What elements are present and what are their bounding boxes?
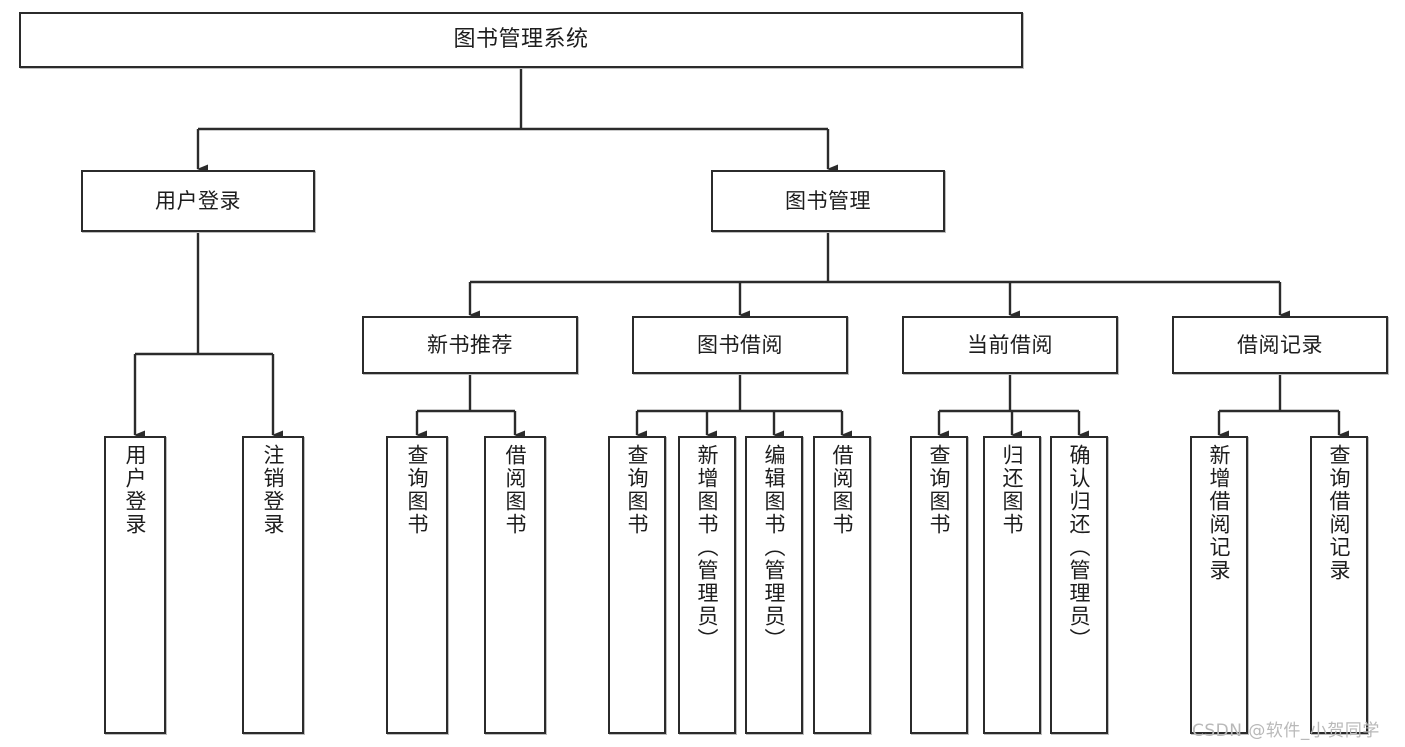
node-book-borrow[interactable]: 图书借阅 [632,316,848,374]
node-label-leaf-query-book-1: 查询图书 [405,444,430,536]
node-label-user-login: 用户登录 [155,188,241,213]
node-label-current-borrow: 当前借阅 [967,332,1053,357]
node-leaf-confirm-return[interactable]: 确认归还（管理员） [1050,436,1108,734]
node-label-leaf-add-record: 新增借阅记录 [1207,444,1232,582]
node-label-borrow-records: 借阅记录 [1237,332,1323,357]
node-leaf-add-book[interactable]: 新增图书（管理员） [678,436,736,734]
node-label-leaf-user-login: 用户登录 [123,444,148,536]
node-label-new-book-rec: 新书推荐 [427,332,513,357]
node-current-borrow[interactable]: 当前借阅 [902,316,1118,374]
node-leaf-query-book-2[interactable]: 查询图书 [608,436,666,734]
node-book-manage[interactable]: 图书管理 [711,170,945,232]
node-borrow-records[interactable]: 借阅记录 [1172,316,1388,374]
node-user-login[interactable]: 用户登录 [81,170,315,232]
node-leaf-query-book-1[interactable]: 查询图书 [386,436,448,734]
node-label-root: 图书管理系统 [453,27,589,53]
node-leaf-logout[interactable]: 注销登录 [242,436,304,734]
node-label-leaf-query-record: 查询借阅记录 [1327,444,1352,582]
node-label-leaf-query-book-2: 查询图书 [625,444,650,536]
node-label-leaf-confirm-return: 确认归还（管理员） [1067,444,1092,651]
watermark: CSDN @软件_小贺同学 [1192,721,1380,741]
node-leaf-query-book-3[interactable]: 查询图书 [910,436,968,734]
node-label-leaf-logout: 注销登录 [261,444,286,536]
node-leaf-edit-book[interactable]: 编辑图书（管理员） [745,436,803,734]
node-label-leaf-borrow-book-2: 借阅图书 [830,444,855,536]
node-label-leaf-return-book: 归还图书 [1000,444,1025,536]
node-label-leaf-borrow-book-1: 借阅图书 [503,444,528,536]
node-leaf-borrow-book-1[interactable]: 借阅图书 [484,436,546,734]
node-label-book-manage: 图书管理 [785,188,871,213]
node-leaf-return-book[interactable]: 归还图书 [983,436,1041,734]
node-new-book-rec[interactable]: 新书推荐 [362,316,578,374]
node-label-book-borrow: 图书借阅 [697,332,783,357]
node-root[interactable]: 图书管理系统 [19,12,1023,68]
node-leaf-query-record[interactable]: 查询借阅记录 [1310,436,1368,734]
node-label-leaf-query-book-3: 查询图书 [927,444,952,536]
node-label-leaf-edit-book: 编辑图书（管理员） [762,444,787,651]
node-leaf-user-login[interactable]: 用户登录 [104,436,166,734]
node-leaf-add-record[interactable]: 新增借阅记录 [1190,436,1248,734]
node-label-leaf-add-book: 新增图书（管理员） [695,444,720,651]
node-leaf-borrow-book-2[interactable]: 借阅图书 [813,436,871,734]
